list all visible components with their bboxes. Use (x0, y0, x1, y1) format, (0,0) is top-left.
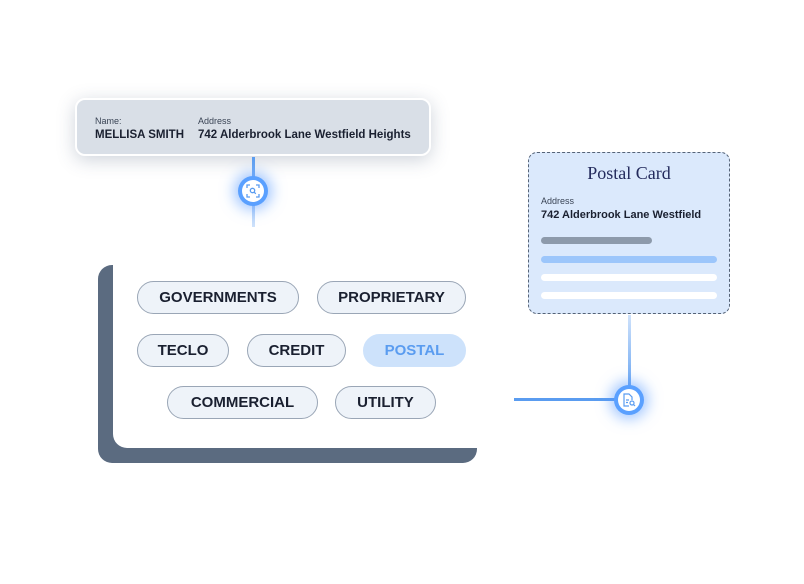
address-label: Address (198, 116, 232, 126)
document-node[interactable] (618, 389, 640, 411)
category-teclo[interactable]: TECLO (137, 334, 229, 367)
category-commercial[interactable]: COMMERCIAL (167, 386, 318, 419)
address-value: 742 Alderbrook Lane Westfield Heights (198, 129, 411, 141)
connector-line (514, 398, 630, 401)
scan-node[interactable] (242, 180, 264, 202)
connector-line (628, 315, 631, 400)
category-proprietary[interactable]: PROPRIETARY (317, 281, 466, 314)
category-utility[interactable]: UTILITY (335, 386, 436, 419)
placeholder-bar (541, 237, 652, 244)
postal-card-title: Postal Card (587, 163, 671, 183)
id-card: Name: MELLISA SMITH Address 742 Alderbro… (75, 98, 431, 156)
placeholder-bar (541, 256, 717, 263)
document-search-icon (623, 393, 636, 407)
category-credit[interactable]: CREDIT (247, 334, 346, 367)
category-governments[interactable]: GOVERNMENTS (137, 281, 299, 314)
postal-address-label: Address (541, 196, 575, 206)
name-label: Name: (95, 116, 122, 126)
placeholder-bar (541, 274, 717, 281)
name-value: MELLISA SMITH (95, 129, 185, 141)
postal-address-value: 742 Alderbrook Lane Westfield (541, 209, 702, 221)
category-postal[interactable]: POSTAL (363, 334, 466, 367)
scan-icon (246, 184, 260, 198)
placeholder-bar (541, 292, 717, 299)
postal-card: Postal Card Address 742 Alderbrook Lane … (528, 152, 730, 314)
